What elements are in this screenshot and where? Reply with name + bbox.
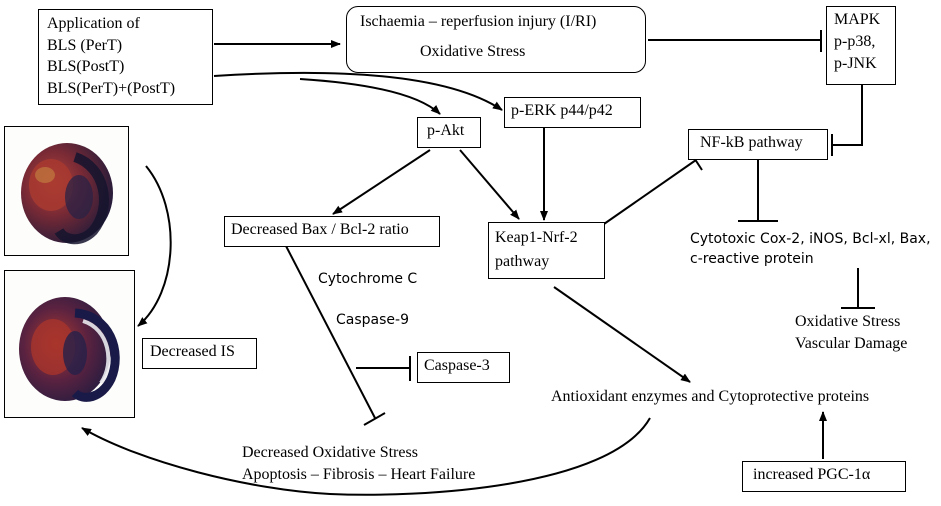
perk-box xyxy=(504,97,641,128)
arrow-bottom-curve-to-heart xyxy=(81,417,651,496)
arrow-keap-to-antioxidant xyxy=(553,286,691,383)
pakt-box xyxy=(417,117,481,148)
treatment-line-1: Application of xyxy=(47,15,140,32)
inhibit-bax-to-decreased-ox xyxy=(285,245,376,419)
nfkb-label: NF-kB pathway xyxy=(700,134,803,151)
cytotoxic-text: Cytotoxic Cox-2, iNOS, Bcl-xl, Bax, c-re… xyxy=(690,229,931,269)
heart-photo-after xyxy=(4,270,135,418)
inhibit-mapk-to-nfkb xyxy=(833,84,863,146)
treatment-line-3: BLS(PostT) xyxy=(47,58,125,75)
treatment-line-4: BLS(PerT)+(PostT) xyxy=(47,79,176,97)
pgc-box xyxy=(742,461,906,492)
inhibit-bar-decreased-ox xyxy=(363,412,386,426)
bax-label: Decreased Bax / Bcl-2 ratio xyxy=(231,221,409,238)
keap-line-2: pathway xyxy=(495,253,550,270)
decreased-is-label: Decreased IS xyxy=(150,343,235,360)
arrow-pakt-to-keap xyxy=(459,149,520,220)
decreased-ox-line-2: Apoptosis – Fibrosis – Heart Failure xyxy=(242,466,476,483)
mapk-box xyxy=(826,6,896,85)
decreased-ox-text: Decreased Oxidative Stress Apoptosis – F… xyxy=(242,442,475,486)
keap-line-1: Keap1-Nrf-2 xyxy=(495,229,578,246)
decreased-is-box xyxy=(142,338,257,369)
cytochrome-label: Cytochrome C xyxy=(318,271,418,287)
inhibit-keap-to-nfkb xyxy=(603,159,697,225)
perk-label: p-ERK p44/p42 xyxy=(511,102,613,119)
mapk-line-1: MAPK xyxy=(834,11,881,28)
bax-box xyxy=(224,216,440,247)
antioxidant-label: Antioxidant enzymes and Cytoprotective p… xyxy=(551,388,870,405)
oxvasc-text: Oxidative Stress Vascular Damage xyxy=(795,311,907,355)
oxvasc-line-2: Vascular Damage xyxy=(795,335,908,352)
arrow-pakt-to-bax xyxy=(332,149,431,215)
treatment-text: Application of BLS (PerT) BLS(PostT) BLS… xyxy=(47,13,175,99)
keap-text: Keap1-Nrf-2 pathway xyxy=(495,226,578,274)
caspase3-box xyxy=(417,352,510,383)
injury-box xyxy=(346,6,646,73)
treatment-box xyxy=(38,9,213,105)
cytotoxic-line-1: Cytotoxic Cox-2, iNOS, Bcl-xl, Bax, xyxy=(690,231,931,247)
arrow-heart-to-heart xyxy=(137,165,172,327)
arrow-treatment-to-pakt xyxy=(299,78,441,115)
caspase3-label: Caspase-3 xyxy=(424,357,490,374)
oxvasc-line-1: Oxidative Stress xyxy=(795,313,901,330)
mapk-text: MAPK p-p38, p-JNK xyxy=(834,9,880,75)
pakt-label: p-Akt xyxy=(427,122,465,139)
injury-subtitle: Oxidative Stress xyxy=(420,43,526,60)
caspase9-label: Caspase-9 xyxy=(336,312,409,328)
treatment-line-2: BLS (PerT) xyxy=(47,36,123,54)
mapk-line-2: p-p38, xyxy=(834,33,876,50)
heart-photo-before xyxy=(4,126,129,256)
pgc-label: increased PGC-1α xyxy=(753,466,871,483)
decreased-ox-line-1: Decreased Oxidative Stress xyxy=(242,444,418,461)
heart-section-before-image xyxy=(21,143,113,245)
arrow-treatment-to-perk xyxy=(213,71,503,111)
nfkb-box xyxy=(688,129,828,160)
injury-title: Ischaemia – reperfusion injury (I/RI) xyxy=(360,13,597,30)
keap-box xyxy=(488,222,605,279)
mapk-line-3: p-JNK xyxy=(834,55,877,72)
cytotoxic-line-2: c-reactive protein xyxy=(690,251,814,267)
heart-section-after-image xyxy=(19,297,120,402)
